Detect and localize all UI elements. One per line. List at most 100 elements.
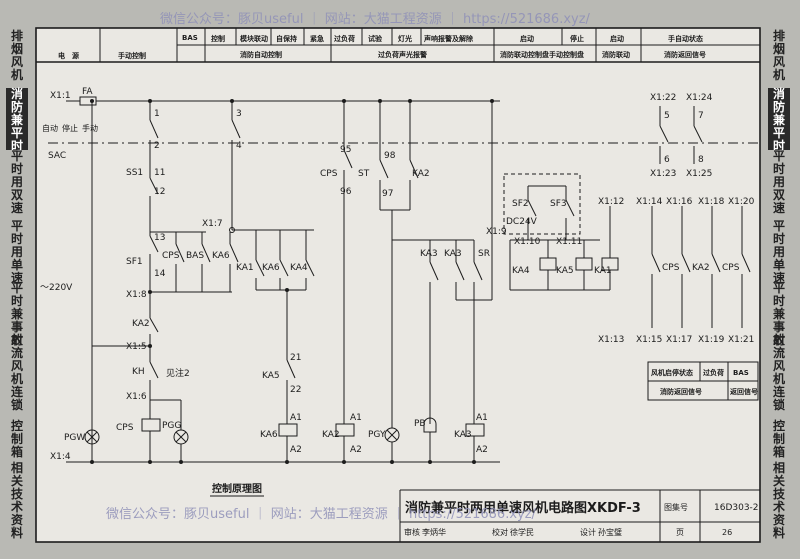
lbl-ka6-a: KA6 <box>212 251 230 261</box>
lbl-98: 98 <box>384 151 396 161</box>
right_tabs-tab-0[interactable]: 排烟风机 <box>772 29 785 82</box>
lbl-cps-a: CPS <box>162 251 180 261</box>
lbl-a1-c: A1 <box>476 413 488 423</box>
lbl-x19: X1:9 <box>486 227 507 237</box>
function-header-table <box>36 28 760 63</box>
review-name: 李炳华 <box>422 527 446 537</box>
lbl-stop: 停止 <box>62 123 78 133</box>
hdr-overload: 过负荷 <box>334 34 355 43</box>
drawing-frame <box>35 27 761 543</box>
lbl-x11: X1:1 <box>50 91 71 101</box>
hdr-bas: BAS <box>182 34 198 42</box>
lbl-n14-a: 14 <box>154 269 166 279</box>
right_tabs-tab-3[interactable]: 平时用单速 <box>772 219 785 285</box>
hdr-start-b: 启动 <box>610 34 624 43</box>
terminal-dots <box>90 99 494 464</box>
hdr-fire-auto: 消防自动控制 <box>240 50 282 59</box>
lbl-n5: 5 <box>664 111 670 121</box>
lbl-n12-a: 12 <box>154 187 165 197</box>
status-overload: 过负荷 <box>703 368 724 377</box>
lbl-x123: X1:23 <box>650 169 676 179</box>
right_tabs-tab-1[interactable]: 消防兼平时 <box>768 88 790 153</box>
hdr-overload-alarm: 过负荷声光报警 <box>378 50 427 59</box>
lbl-ka2-a: KA2 <box>132 319 150 329</box>
review-label: 审核 <box>404 527 420 537</box>
lbl-a2-c: A2 <box>476 445 488 455</box>
status-fire-return: 消防返回信号 <box>660 387 702 396</box>
lbl-ka3-a: KA3 <box>420 249 438 259</box>
lbl-ka6-c: KA6 <box>260 430 278 440</box>
lbl-pgy: PGY <box>368 430 386 440</box>
hdr-selfhold: 自保持 <box>276 34 297 43</box>
lbl-st: ST <box>358 169 370 179</box>
left_tabs-tab-1[interactable]: 消防兼平时 <box>6 88 28 153</box>
lbl-x18: X1:8 <box>126 290 147 300</box>
lbl-96: 96 <box>340 187 352 197</box>
hdr-start-a: 启动 <box>520 34 534 43</box>
lbl-manual: 手动 <box>82 123 98 133</box>
lbl-n11-a: 11 <box>154 168 165 178</box>
lbl-x17: X1:7 <box>202 219 223 229</box>
lbl-n3: 3 <box>236 109 242 119</box>
lbl-n1: 1 <box>154 109 160 119</box>
lbl-x112: X1:12 <box>598 197 624 207</box>
lbl-ka6-b: KA6 <box>262 263 280 273</box>
lbl-fa: FA <box>82 87 93 97</box>
lbl-bas: BAS <box>186 251 204 261</box>
lbl-ka3-c: KA3 <box>454 430 472 440</box>
page-label: 页 <box>676 528 684 537</box>
hdr-sound-alarm: 声响报警及解除 <box>423 34 474 43</box>
lbl-ka5: KA5 <box>262 371 280 381</box>
design-name: 孙宝璧 <box>598 527 622 537</box>
hdr-stop: 停止 <box>570 34 584 43</box>
hdr-emergency: 紧急 <box>310 34 324 43</box>
right_tabs-tab-6[interactable]: 控制箱 <box>772 419 785 459</box>
lbl-sf3: SF3 <box>550 199 567 209</box>
lbl-cps-b: CPS <box>116 423 134 433</box>
left_tabs-tab-2[interactable]: 平时用双速 <box>10 149 23 215</box>
lbl-n4: 4 <box>236 141 242 151</box>
hdr-test: 试验 <box>368 34 383 43</box>
return-signal-contacts <box>609 206 751 328</box>
right_tabs-tab-4[interactable]: 平时兼事故 <box>772 281 785 347</box>
lbl-x125: X1:25 <box>686 169 712 179</box>
lbl-n8: 8 <box>698 155 704 165</box>
lbl-ka2-c: KA2 <box>412 169 430 179</box>
lbl-a1-a: A1 <box>290 413 302 423</box>
left_tabs-tab-7[interactable]: 相关技术资料 <box>10 461 23 540</box>
lbl-x110: X1:10 <box>514 237 541 247</box>
right_tabs-tab-5[interactable]: 射流风机连锁 <box>772 333 785 412</box>
status-fan: 风机启停状态 <box>651 368 693 377</box>
fire-linkage-panel <box>503 173 619 291</box>
lbl-sac: SAC <box>48 151 66 161</box>
hdr-light: 灯光 <box>398 34 412 43</box>
lbl-sr: SR <box>478 249 490 259</box>
lbl-a2-b: A2 <box>350 445 362 455</box>
lbl-ka3-b: KA3 <box>444 249 462 259</box>
lbl-x120: X1:20 <box>728 197 755 207</box>
check-label: 校对 <box>492 527 508 537</box>
lbl-n6: 6 <box>664 155 670 165</box>
lbl-ka5-b: KA5 <box>556 266 574 276</box>
right_tabs-tab-7[interactable]: 相关技术资料 <box>772 461 785 540</box>
hdr-linkage-panel: 消防联动控制盘手动控制盘 <box>500 50 584 59</box>
right_tabs-tab-2[interactable]: 平时用双速 <box>772 149 785 215</box>
lbl-x16: X1:6 <box>126 392 147 402</box>
watermark-top: 微信公众号：豚贝useful ｜ 网站：大猫工程资源 ｜ https://521… <box>160 12 590 27</box>
left_tabs-tab-6[interactable]: 控制箱 <box>10 419 23 459</box>
manual-control-branch <box>84 101 239 462</box>
lbl-95: 95 <box>340 145 351 155</box>
left_tabs-tab-3[interactable]: 平时用单速 <box>10 219 23 285</box>
atlas-number: 16D303-2 <box>714 503 759 513</box>
lbl-cps-c: CPS <box>320 169 338 179</box>
left_tabs-tab-5[interactable]: 射流风机连锁 <box>10 333 23 412</box>
lbl-ka1: KA1 <box>236 263 254 273</box>
left_tabs-tab-0[interactable]: 排烟风机 <box>10 29 23 82</box>
hdr-return-signal: 消防返回信号 <box>664 50 706 59</box>
left_tabs-tab-4[interactable]: 平时兼事故 <box>10 281 23 347</box>
lbl-x119: X1:19 <box>698 335 725 345</box>
lbl-n22: 22 <box>290 385 301 395</box>
page-number: 26 <box>722 528 732 537</box>
lbl-a2-a: A2 <box>290 445 302 455</box>
